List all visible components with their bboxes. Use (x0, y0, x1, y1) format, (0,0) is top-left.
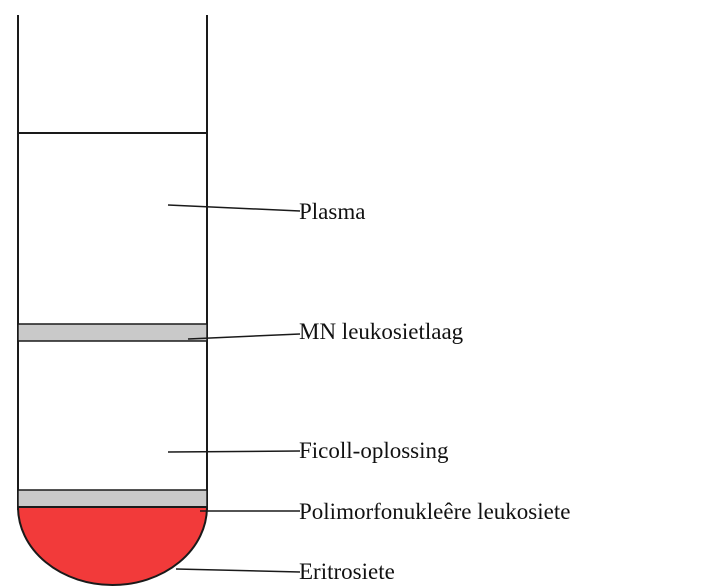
label-mn-leukocyte-layer: MN leukosietlaag (299, 320, 463, 343)
ficoll-leader-line (168, 451, 300, 452)
label-erythrocytes: Eritrosiete (299, 560, 395, 583)
label-plasma: Plasma (299, 200, 365, 223)
plasma-leader-line (168, 205, 300, 211)
erythrocyte-leader-line (176, 569, 300, 572)
label-polymorphonuclear-leukocytes: Polimorfonukleêre leukosiete (299, 500, 570, 523)
polymorphonuclear-layer (18, 490, 207, 507)
mn-leukocyte-layer (18, 324, 207, 341)
label-ficoll-solution: Ficoll-oplossing (299, 439, 449, 462)
erythrocyte-layer (18, 507, 207, 585)
